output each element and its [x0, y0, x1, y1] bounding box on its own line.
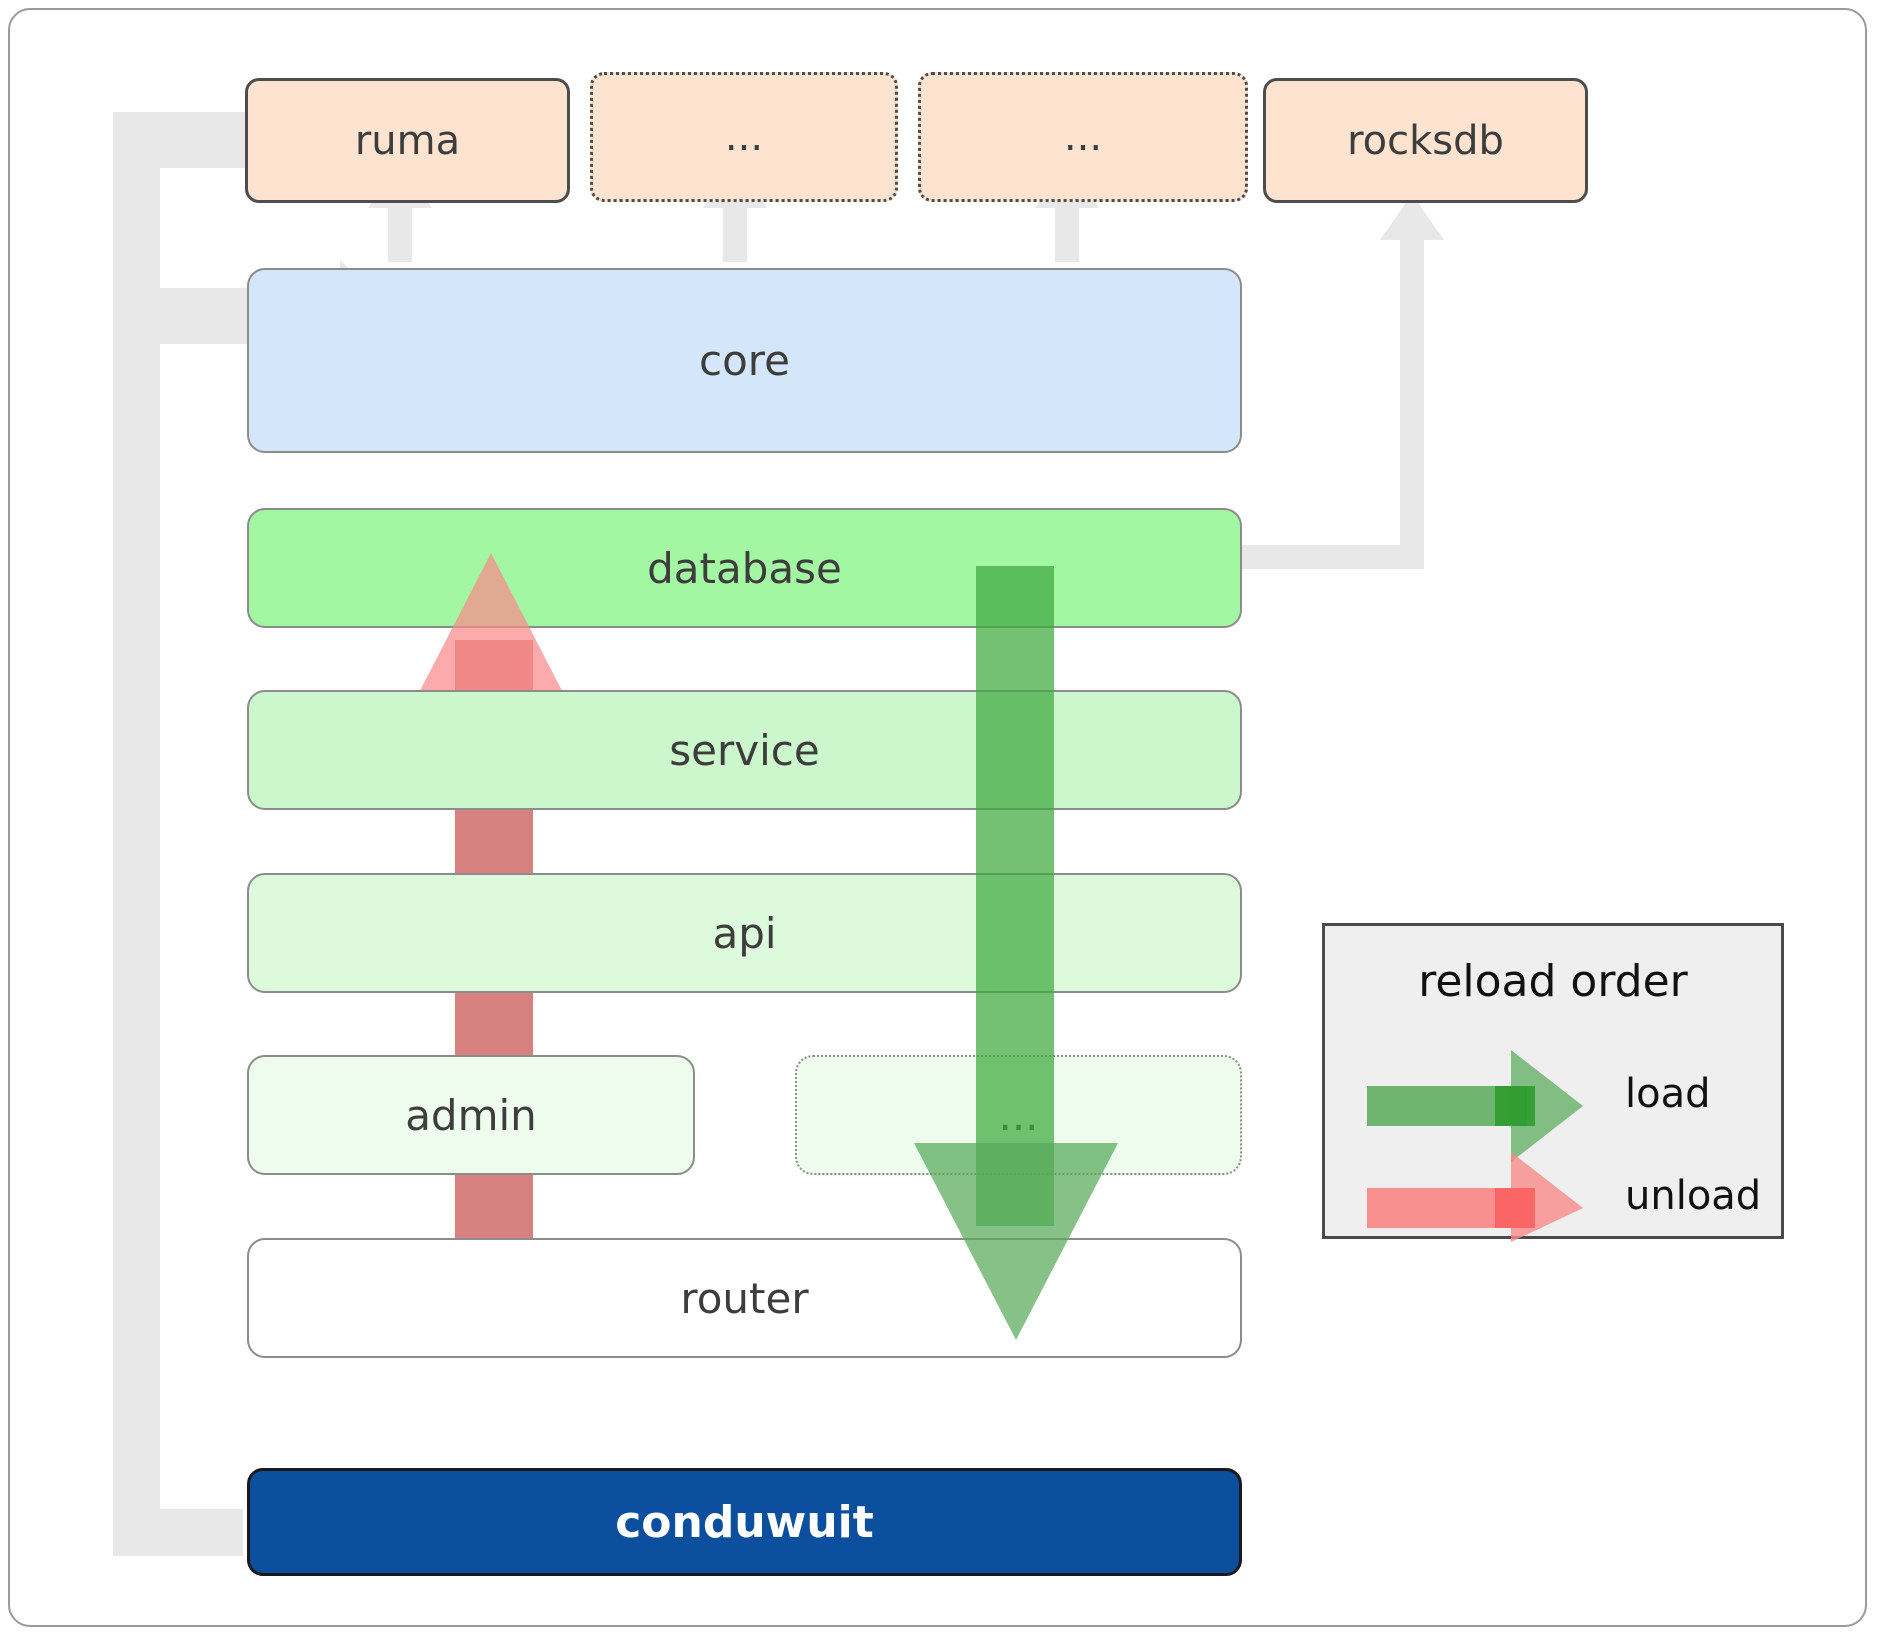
node-rocksdb-label: rocksdb: [1347, 117, 1504, 164]
node-core[interactable]: core: [247, 268, 1242, 453]
node-dep-ellipsis-2[interactable]: ...: [918, 72, 1248, 202]
legend-label-load: load: [1625, 1071, 1711, 1117]
node-dep-ellipsis-1-label: ...: [724, 114, 764, 160]
node-layer-ellipsis-label: ...: [998, 1090, 1039, 1140]
node-router-label: router: [680, 1273, 809, 1323]
node-layer-ellipsis[interactable]: ...: [795, 1055, 1242, 1175]
node-admin[interactable]: admin: [247, 1055, 695, 1175]
node-service[interactable]: service: [247, 690, 1242, 810]
node-dep-ellipsis-2-label: ...: [1063, 114, 1103, 160]
node-conduwuit[interactable]: conduwuit: [247, 1468, 1242, 1576]
legend-load-arrow: [1367, 1050, 1583, 1162]
node-ruma[interactable]: ruma: [245, 78, 570, 203]
node-api[interactable]: api: [247, 873, 1242, 993]
node-core-label: core: [699, 336, 790, 385]
node-ruma-label: ruma: [354, 117, 461, 164]
node-service-label: service: [669, 725, 820, 775]
legend-title: reload order: [1418, 956, 1688, 1007]
legend-box: reload order load unload: [1322, 923, 1784, 1242]
node-admin-label: admin: [405, 1090, 537, 1140]
node-api-label: api: [712, 908, 777, 958]
node-router[interactable]: router: [247, 1238, 1242, 1358]
legend-arrows: [1367, 1050, 1583, 1242]
legend-unload-arrow: [1367, 1152, 1583, 1242]
node-database-label: database: [647, 543, 842, 593]
node-database[interactable]: database: [247, 508, 1242, 628]
node-rocksdb[interactable]: rocksdb: [1263, 78, 1588, 203]
node-dep-ellipsis-1[interactable]: ...: [590, 72, 898, 202]
legend-label-unload: unload: [1625, 1173, 1762, 1219]
node-conduwuit-label: conduwuit: [615, 1496, 874, 1548]
diagram-frame: [8, 8, 1867, 1627]
